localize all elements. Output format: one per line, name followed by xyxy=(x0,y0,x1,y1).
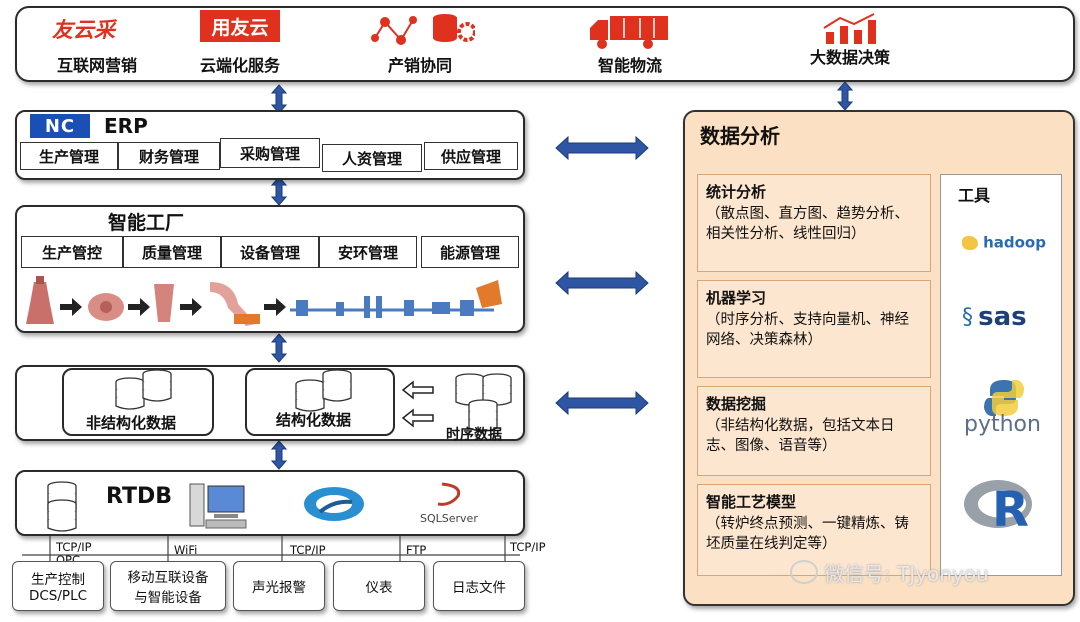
unstructured-data-label: 非结构化数据 xyxy=(86,414,177,432)
panel-text: （转炉终点预测、一键精炼、铸坯质量在线判定等） xyxy=(706,516,909,552)
device-log-file: 日志文件 xyxy=(433,561,525,611)
top-platform-bar xyxy=(15,6,1075,82)
factory-title: 智能工厂 xyxy=(108,212,185,234)
hadoop-logo-icon: hadoop xyxy=(962,232,1046,260)
wechat-icon xyxy=(790,560,818,584)
protocol-label: TCP/IP xyxy=(290,543,326,557)
oracle-logo-icon xyxy=(304,487,364,521)
nc-logo: NC xyxy=(30,114,90,138)
factory-module-production-control: 生产管控 xyxy=(21,236,123,268)
flow-arrow-icon xyxy=(128,298,150,316)
top-label-cloud: 云端化服务 xyxy=(199,56,280,75)
analysis-title: 数据分析 xyxy=(700,124,780,148)
panel-text: （时序分析、支持向量机、神经网络、决策森林） xyxy=(706,312,909,348)
converter-icon xyxy=(88,293,124,321)
rolling-line-icon xyxy=(290,280,502,318)
tool-r: R xyxy=(992,482,1029,538)
panel-process-model: 智能工艺模型 （转炉终点预测、一键精炼、铸坯质量在线判定等） xyxy=(697,484,931,576)
tool-hadoop: hadoop xyxy=(983,233,1046,252)
top-label-logistics: 智能物流 xyxy=(597,56,662,75)
top-item-sales-coop: 产销协同 xyxy=(355,6,485,78)
panel-title: 统计分析 xyxy=(706,183,767,201)
device-mobile-smart: 移动互联设备 与智能设备 xyxy=(110,561,226,611)
truck-icon xyxy=(590,16,668,49)
protocol-label: WiFi xyxy=(174,543,198,557)
protocol-label: FTP xyxy=(406,543,427,557)
device-label: 移动互联设备 xyxy=(127,570,209,586)
blast-furnace-icon xyxy=(26,276,54,324)
panel-title: 智能工艺模型 xyxy=(706,493,797,511)
timeseries-data-label: 时序数据 xyxy=(446,427,502,443)
server-computer-icon xyxy=(189,483,247,529)
left-arrow-icon xyxy=(401,380,434,400)
erp-module-supply: 供应管理 xyxy=(424,142,518,170)
flow-arrow-icon xyxy=(264,298,286,316)
panel-title: 机器学习 xyxy=(706,289,767,307)
steel-process-illustration xyxy=(26,276,502,326)
wechat-watermark: 微信号: TJyonyou xyxy=(790,558,989,586)
ladle-icon xyxy=(154,284,174,322)
device-meter: 仪表 xyxy=(333,561,425,611)
r-logo-icon: R xyxy=(962,474,1042,544)
panel-statistical-analysis: 统计分析 （散点图、直方图、趋势分析、相关性分析、线性回归） xyxy=(697,174,931,272)
tools-title: 工具 xyxy=(958,186,991,205)
flow-arrow-icon xyxy=(180,298,202,316)
sas-logo-icon: § sas xyxy=(962,302,1027,332)
device-dcs-plc: 生产控制 DCS/PLC xyxy=(12,561,104,611)
left-arrow-icon xyxy=(401,408,434,428)
flow-arrow-icon xyxy=(60,298,82,316)
panel-machine-learning: 机器学习 （时序分析、支持向量机、神经网络、决策森林） xyxy=(697,280,931,378)
device-alarm: 声光报警 xyxy=(233,561,325,611)
top-item-marketing: 友云采 互联网营销 xyxy=(32,6,162,78)
yonyou-cloud-logo: 用友云 xyxy=(200,10,280,42)
database-icons xyxy=(115,369,512,432)
top-item-bigdata: 大数据决策 xyxy=(785,6,915,78)
top-label-sales-coop: 产销协同 xyxy=(387,56,452,75)
watermark-text: 微信号: TJyonyou xyxy=(824,561,989,586)
tool-sas: sas xyxy=(978,302,1027,332)
network-gear-icon xyxy=(371,14,475,45)
rtdb-title: RTDB xyxy=(106,484,172,509)
device-label: DCS/PLC xyxy=(28,588,88,604)
factory-module-equipment: 设备管理 xyxy=(221,236,319,268)
protocol-label: TCP/IP xyxy=(510,540,546,554)
sqlserver-label: SQLServer xyxy=(420,512,478,525)
panel-text: （散点图、直方图、趋势分析、相关性分析、线性回归） xyxy=(706,206,909,242)
panel-text: （非结构化数据，包括文本日志、图像、语音等） xyxy=(706,418,895,454)
sqlserver-logo-icon xyxy=(437,482,461,506)
panel-data-mining: 数据挖掘 （非结构化数据，包括文本日志、图像、语音等） xyxy=(697,386,931,476)
top-item-logistics: 智能物流 xyxy=(570,6,690,78)
top-label-marketing: 互联网营销 xyxy=(56,56,137,75)
erp-module-finance: 财务管理 xyxy=(118,142,220,170)
erp-title: ERP xyxy=(104,114,148,138)
erp-module-hr: 人资管理 xyxy=(322,144,422,172)
device-label: 与智能设备 xyxy=(134,590,202,606)
top-label-bigdata: 大数据决策 xyxy=(809,48,890,67)
caster-icon xyxy=(210,282,260,326)
panel-title: 数据挖掘 xyxy=(706,395,767,413)
factory-module-energy: 能源管理 xyxy=(421,236,519,268)
factory-module-quality: 质量管理 xyxy=(123,236,221,268)
factory-module-safety-env: 安环管理 xyxy=(319,236,417,268)
tool-python: python xyxy=(964,412,1041,437)
device-label: 生产控制 xyxy=(31,572,85,588)
python-logo-icon: python xyxy=(962,378,1052,438)
erp-module-production: 生产管理 xyxy=(20,142,118,170)
top-item-cloud: 用友云 云端化服务 xyxy=(180,6,300,78)
bar-chart-icon xyxy=(823,13,876,44)
protocol-label: TCP/IP xyxy=(56,540,92,554)
structured-data-label: 结构化数据 xyxy=(276,411,352,429)
erp-module-procurement: 采购管理 xyxy=(220,138,320,168)
youyuncai-logo: 友云采 xyxy=(52,18,115,42)
